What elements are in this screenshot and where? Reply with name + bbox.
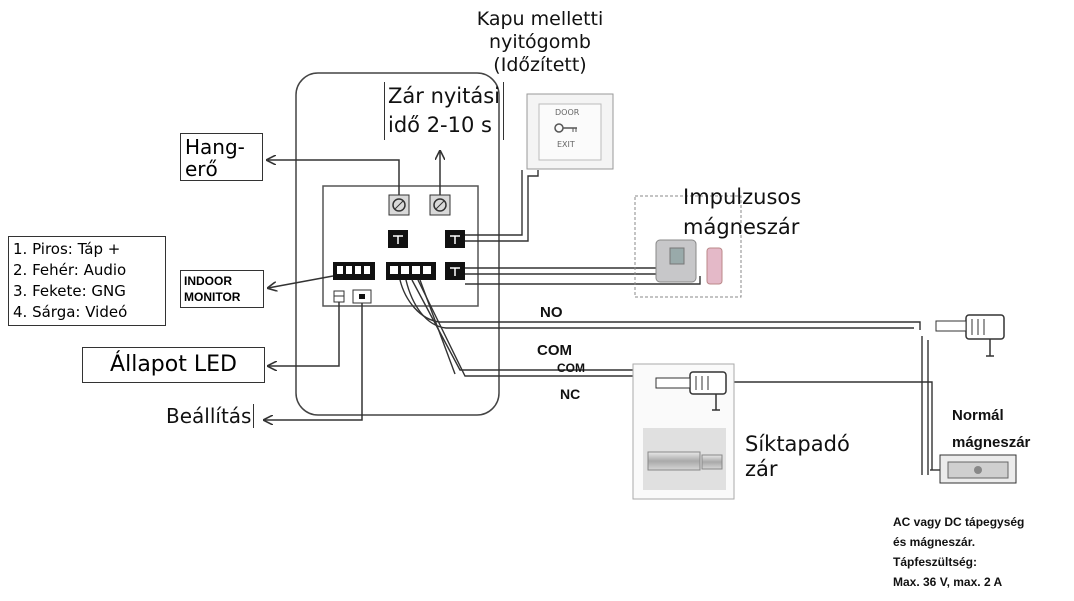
status-led-label: Állapot LED [82,347,265,383]
lock-time-label: Zár nyitási idő 2-10 s [384,82,505,140]
normal-lock-label: Normál mágneszár [952,407,1031,451]
control-board [322,185,479,307]
relay-connector [386,262,436,280]
plug-icon [655,371,727,411]
com-label: COM [537,342,572,359]
normal-lock-image [939,454,1017,484]
power-note: AC vagy DC tápegység és mágneszár. Tápfe… [893,515,1025,589]
exit-plate-top: DOOR [555,108,580,117]
wire-color-legend: 1. Piros: Táp + 2. Fehér: Audio 3. Feket… [8,236,166,326]
outdoor-unit [295,72,500,416]
pulse-lock-image [634,195,742,298]
monitor-connector [333,262,375,280]
exit-button-title: Kapu melletti nyitógomb (Időzített) [476,8,604,76]
indoor-monitor-label: INDOOR MONITOR [180,270,264,308]
volume-arrow [267,160,400,195]
lock-time-potentiometer [429,194,451,216]
volume-label: Hang- erő [180,133,263,181]
monitor-arrow [268,275,334,288]
nc-label: NC [560,386,581,402]
no-label: NO [540,304,563,321]
com-small-label: COM [557,361,585,375]
exit-button-image [526,93,614,170]
flat-lock-image [632,363,735,500]
exit-plate-bottom: EXIT [557,140,575,149]
plug-icon [935,314,1005,357]
pulse-lock-label: Impulzusos mágneszár [683,185,802,239]
settings-label: Beállítás [166,404,255,428]
led-arrow [268,302,340,366]
volume-potentiometer [388,194,410,216]
flat-lock-label: Síktapadó zár [745,432,850,481]
settings-arrow [264,303,363,420]
